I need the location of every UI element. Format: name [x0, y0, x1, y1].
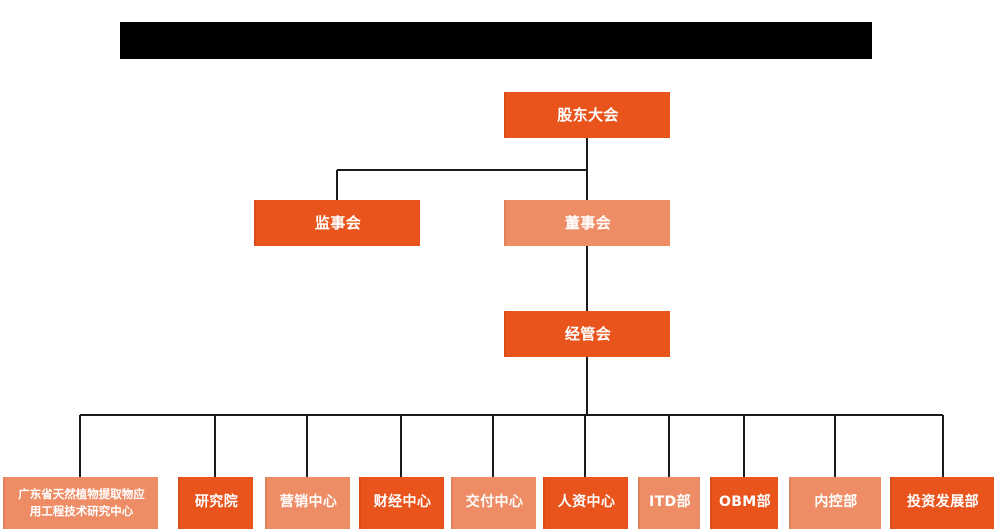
- org-node-supervisors[interactable]: 监事会: [254, 200, 420, 246]
- org-node-label: 内控部: [814, 494, 858, 511]
- org-node-label: OBM部: [718, 494, 772, 511]
- org-node-label: 研究院: [194, 494, 239, 511]
- org-node-label: 人资中心: [557, 494, 616, 511]
- org-node-label: 投资发展部: [907, 494, 979, 511]
- org-node-management[interactable]: 经管会: [504, 311, 670, 357]
- org-node-finance-center[interactable]: 财经中心: [359, 477, 444, 529]
- org-node-label: 营销中心: [279, 494, 338, 511]
- org-node-label: ITD部: [649, 494, 691, 511]
- org-node-label: 股东大会: [557, 105, 619, 124]
- org-node-gd-research-center[interactable]: 广东省天然植物提取物应 用工程技术研究中心: [3, 477, 158, 529]
- org-node-label: 监事会: [314, 213, 362, 232]
- org-node-hr-center[interactable]: 人资中心: [543, 477, 628, 529]
- org-node-investment-dev[interactable]: 投资发展部: [890, 477, 994, 529]
- org-node-itd-dept[interactable]: ITD部: [638, 477, 700, 529]
- org-node-delivery-center[interactable]: 交付中心: [451, 477, 536, 529]
- org-node-directors[interactable]: 董事会: [504, 200, 670, 246]
- org-node-marketing-center[interactable]: 营销中心: [265, 477, 350, 529]
- org-node-label: 财经中心: [373, 494, 432, 511]
- org-node-label: 广东省天然植物提取物应 用工程技术研究中心: [18, 487, 145, 518]
- org-node-shareholders[interactable]: 股东大会: [504, 92, 670, 138]
- org-node-obm-dept[interactable]: OBM部: [710, 477, 778, 529]
- org-node-label: 经管会: [564, 324, 612, 343]
- org-node-label: 交付中心: [465, 494, 524, 511]
- redacted-title-bar: [120, 22, 872, 59]
- org-node-label: 董事会: [564, 213, 612, 232]
- org-node-research-institute[interactable]: 研究院: [178, 477, 253, 529]
- org-node-internal-control[interactable]: 内控部: [789, 477, 881, 529]
